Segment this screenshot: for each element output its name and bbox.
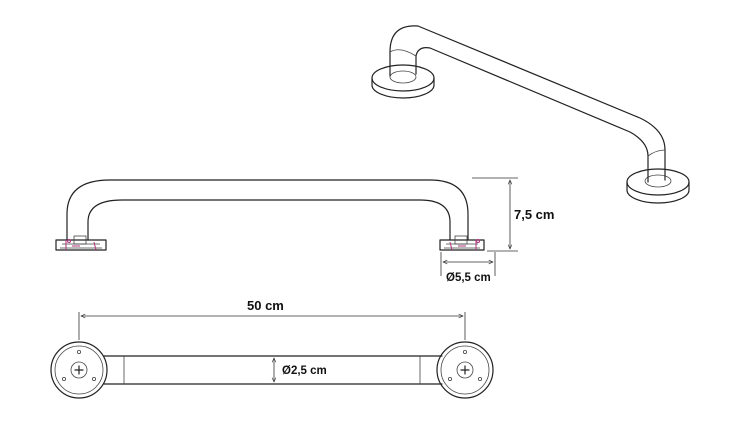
length-dimension: 50 cm [78,298,466,340]
perspective-right-flange [626,168,690,204]
flange-diameter-label: Ø5,5 cm [446,272,491,284]
side-tube-outer [66,179,469,241]
height-label: 7,5 cm [514,207,554,222]
perspective-left-flange [371,64,435,99]
flange-diameter-dimension: Ø5,5 cm [440,252,496,284]
plan-view: 50 cm Ø2,5 [50,298,494,399]
perspective-view [371,25,690,204]
plan-right-flange [436,341,494,399]
perspective-tube [389,25,666,183]
plan-tube [103,355,443,385]
tube-diameter-dimension: Ø2,5 cm [274,358,327,382]
length-label: 50 cm [247,298,284,313]
side-left-base [55,235,107,251]
side-view: 7,5 cm Ø5,5 cm [55,177,554,284]
tube-diameter-label: Ø2,5 cm [282,365,327,377]
side-right-base [439,235,485,251]
side-tube-inner [87,199,451,241]
plan-left-flange [50,341,108,399]
height-dimension: 7,5 cm [472,177,554,252]
